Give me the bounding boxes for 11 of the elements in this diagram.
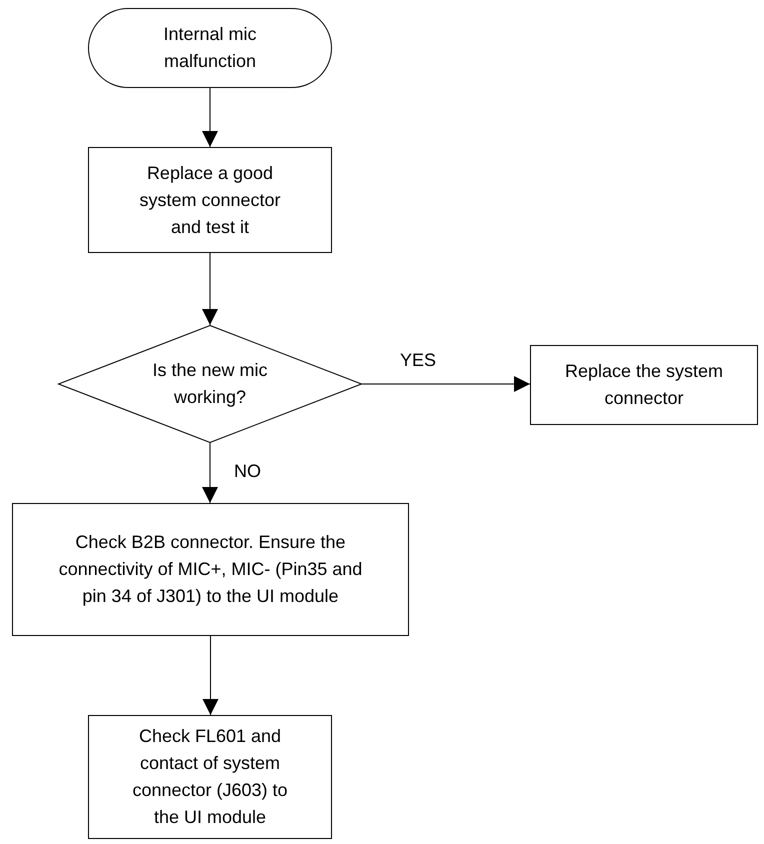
process-box: Check FL601 and contact of system connector (J603) to the UI module	[88, 715, 332, 839]
arrow	[202, 636, 218, 716]
arrow	[362, 376, 530, 392]
decision-diamond: Is the new mic working?	[58, 325, 362, 443]
process-box: Check B2B connector. Ensure the connectivity of MIC+, MIC- (Pin35 and pin 34 of J301) to the UI module	[12, 503, 409, 636]
process-box: Replace the system connector	[530, 345, 758, 425]
arrow	[202, 442, 218, 504]
process-box: Replace a good system connector and test it	[88, 147, 332, 253]
start-terminator: Internal mic malfunction	[88, 8, 332, 88]
arrow	[202, 88, 218, 148]
arrow	[202, 252, 218, 326]
